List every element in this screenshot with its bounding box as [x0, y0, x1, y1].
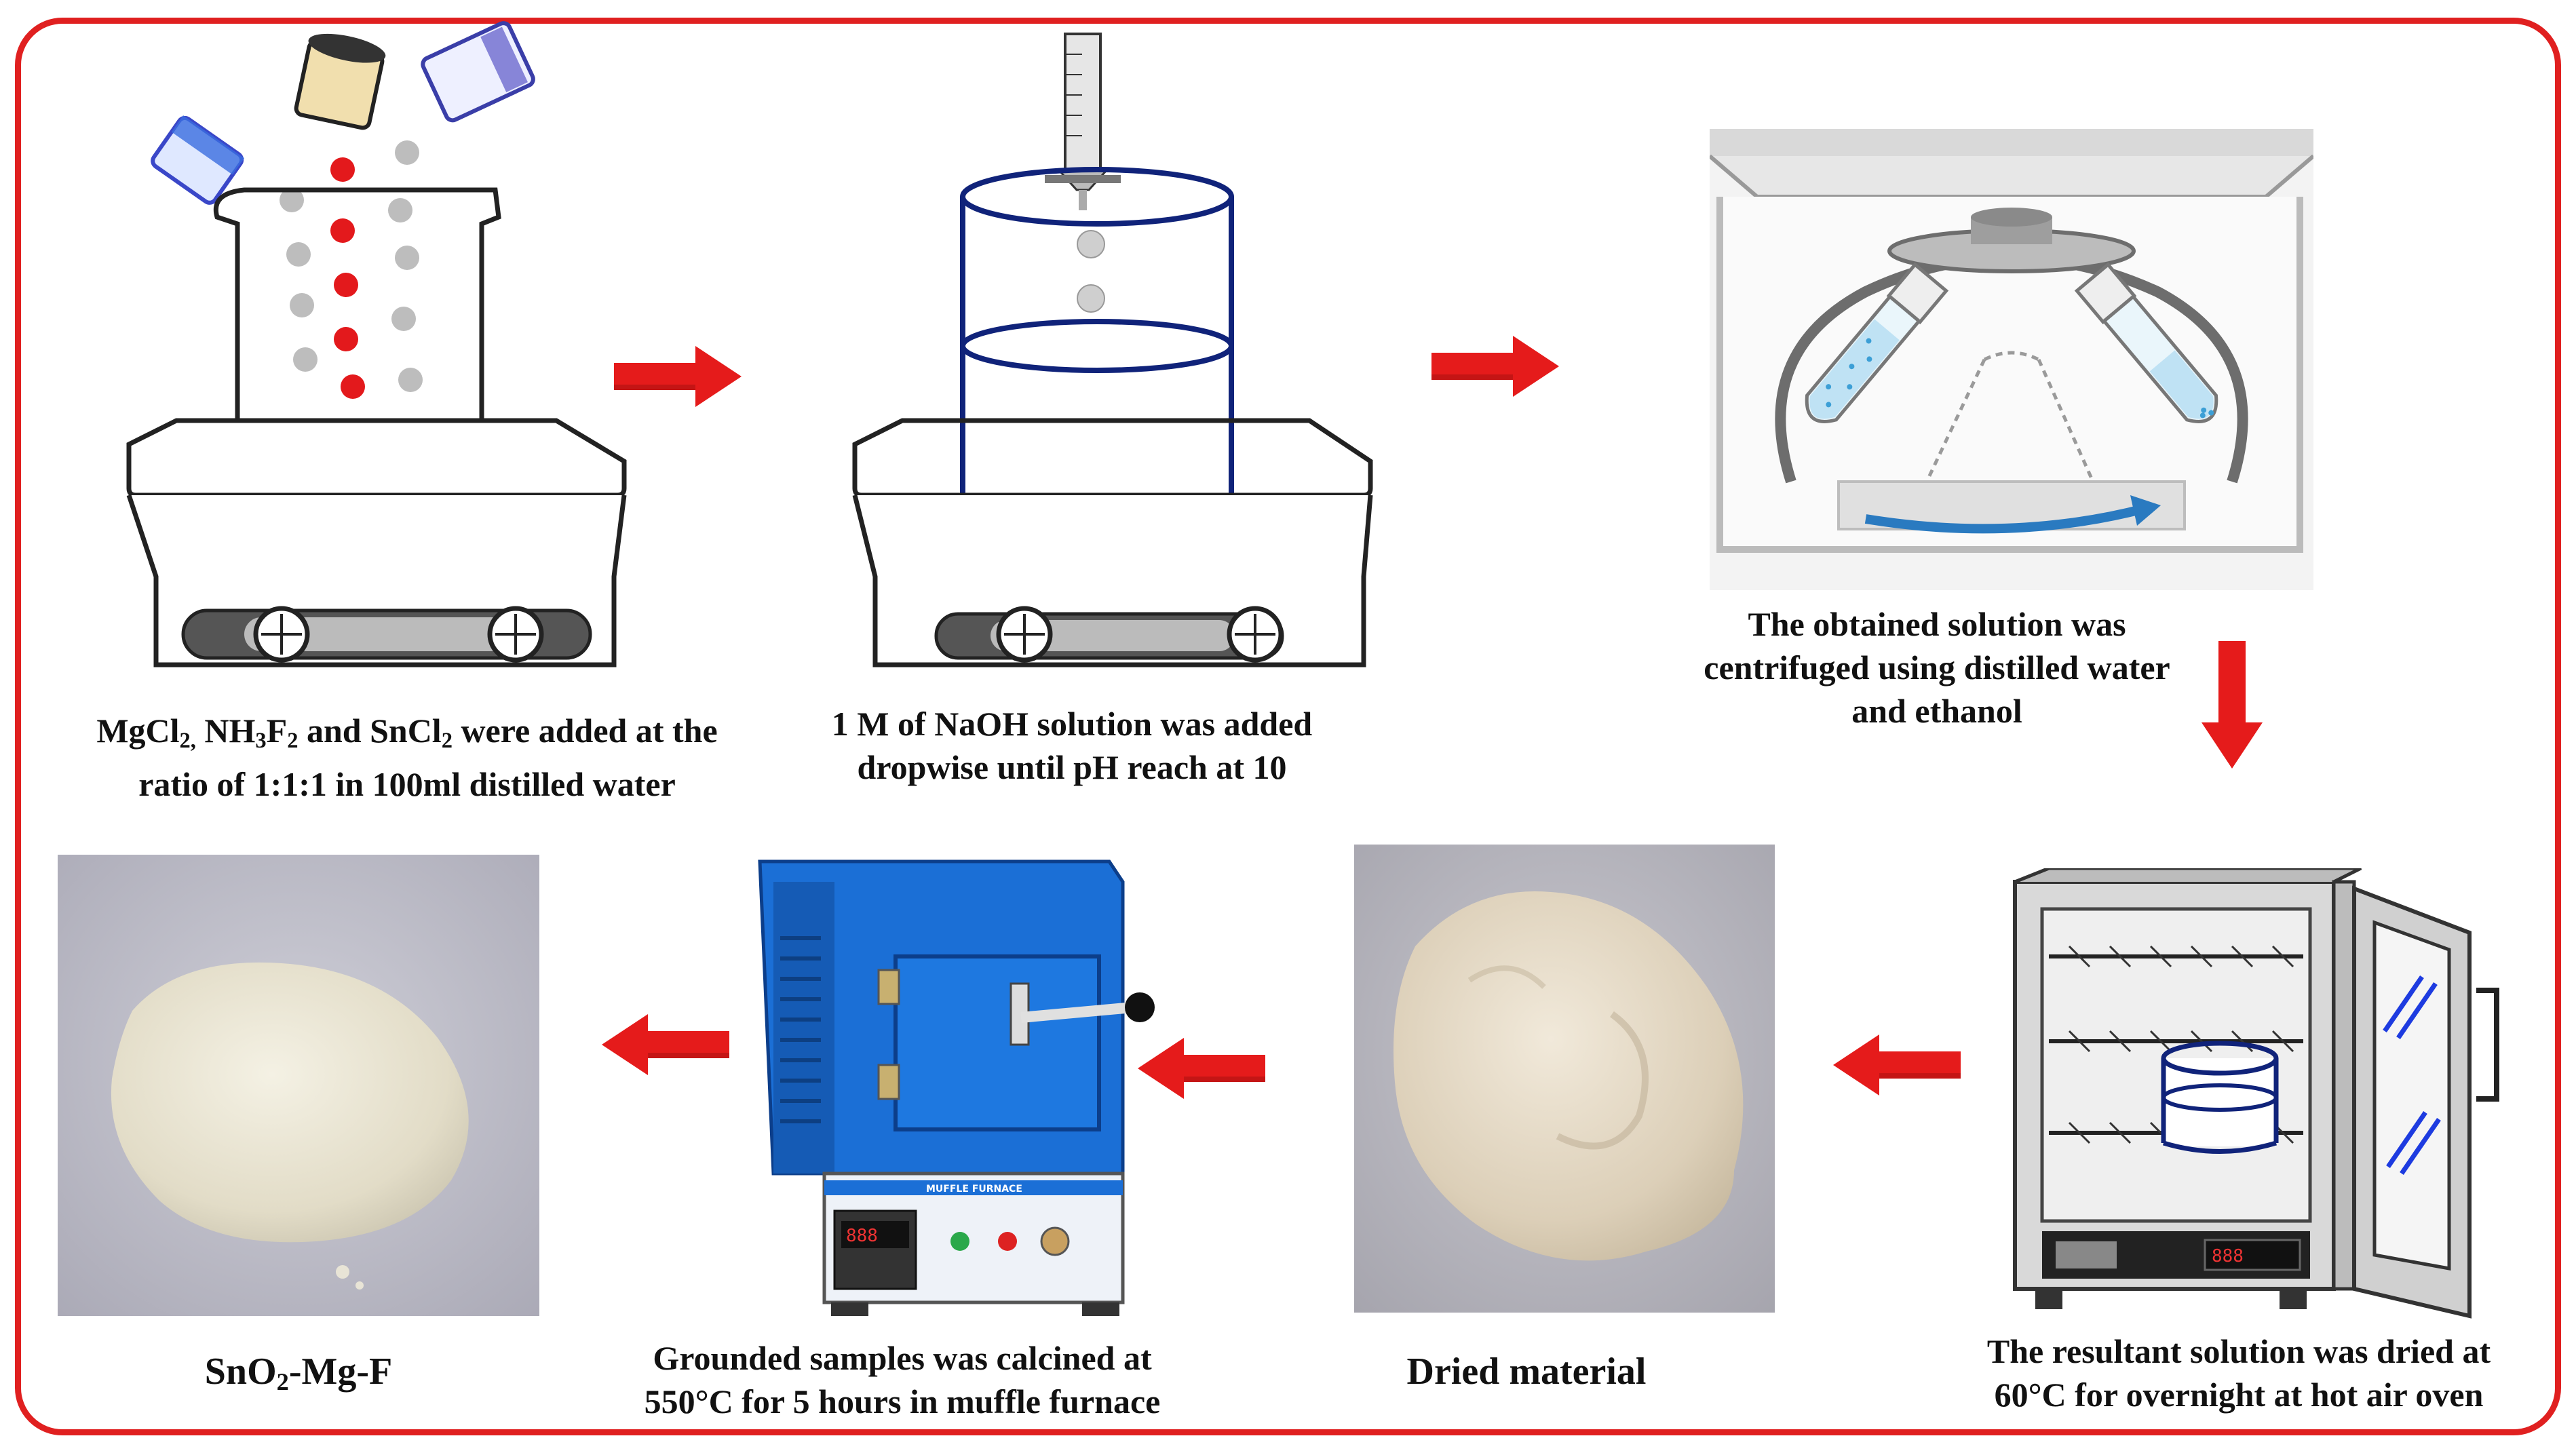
step-3-caption-line: centrifuged using distilled water [1704, 648, 2170, 686]
step-6-caption-line: 550°C for 5 hours in muffle furnace [644, 1382, 1161, 1420]
svg-text:888: 888 [2212, 1246, 2244, 1266]
step-1-illustration [109, 20, 651, 699]
device-label: MUFFLE FURNACE [926, 1184, 1022, 1195]
arrow-down-icon [2202, 641, 2263, 769]
step-4-caption-line: The resultant solution was dried at [1986, 1332, 2491, 1370]
step-2-caption-line: 1 M of NaOH solution was added [831, 705, 1313, 743]
step-7-photo [58, 855, 539, 1316]
step-6-caption-line: Grounded samples was calcined at [653, 1339, 1152, 1377]
step-7-caption: SnO2-Mg-F [95, 1350, 502, 1396]
step-2-caption-line: dropwise until pH reach at 10 [857, 748, 1287, 786]
step-5-caption: Dried material [1357, 1350, 1696, 1393]
step-3-caption: The obtained solution was centrifuged us… [1598, 602, 2276, 733]
diagram-frame [15, 18, 2561, 1435]
arrow-right-icon [1431, 336, 1559, 397]
step-2-caption: 1 M of NaOH solution was added dropwise … [767, 702, 1377, 789]
arrow-left-icon [1833, 1034, 1961, 1096]
step-1-caption-line: ratio of 1:1:1 in 100ml distilled water [138, 765, 676, 804]
step-4-illustration: 888 [2008, 868, 2524, 1330]
step-6-illustration: MUFFLE FURNACE 888 [756, 855, 1177, 1316]
step-6-caption: Grounded samples was calcined at 550°C f… [583, 1336, 1221, 1423]
step-4-caption: The resultant solution was dried at 60°C… [1913, 1330, 2564, 1416]
arrow-left-icon [1138, 1038, 1265, 1099]
step-5-photo [1354, 845, 1775, 1313]
step-1-caption: MgCl2, NH3F2 and SnCl2 were added at the… [34, 709, 780, 806]
step-2-illustration [834, 20, 1391, 699]
arrow-right-icon [614, 346, 742, 407]
step-5-caption-text: Dried material [1406, 1351, 1647, 1393]
pouring-beaker-left-icon [151, 115, 245, 205]
arrow-left-icon [602, 1014, 729, 1075]
step-4-caption-line: 60°C for overnight at hot air oven [1994, 1376, 2484, 1414]
step-1-caption-line: MgCl2, NH3F2 and SnCl2 were added at the [96, 712, 718, 754]
pouring-beaker-right-icon [421, 21, 535, 123]
step-3-caption-line: The obtained solution was [1748, 605, 2126, 643]
step-3-caption-line: and ethanol [1851, 692, 2022, 730]
step-7-caption-text: SnO2-Mg-F [204, 1351, 393, 1396]
pouring-vessel-center-icon [294, 33, 386, 130]
svg-text:888: 888 [846, 1226, 878, 1246]
falling-particles [280, 140, 423, 399]
step-3-illustration [1710, 129, 2313, 590]
